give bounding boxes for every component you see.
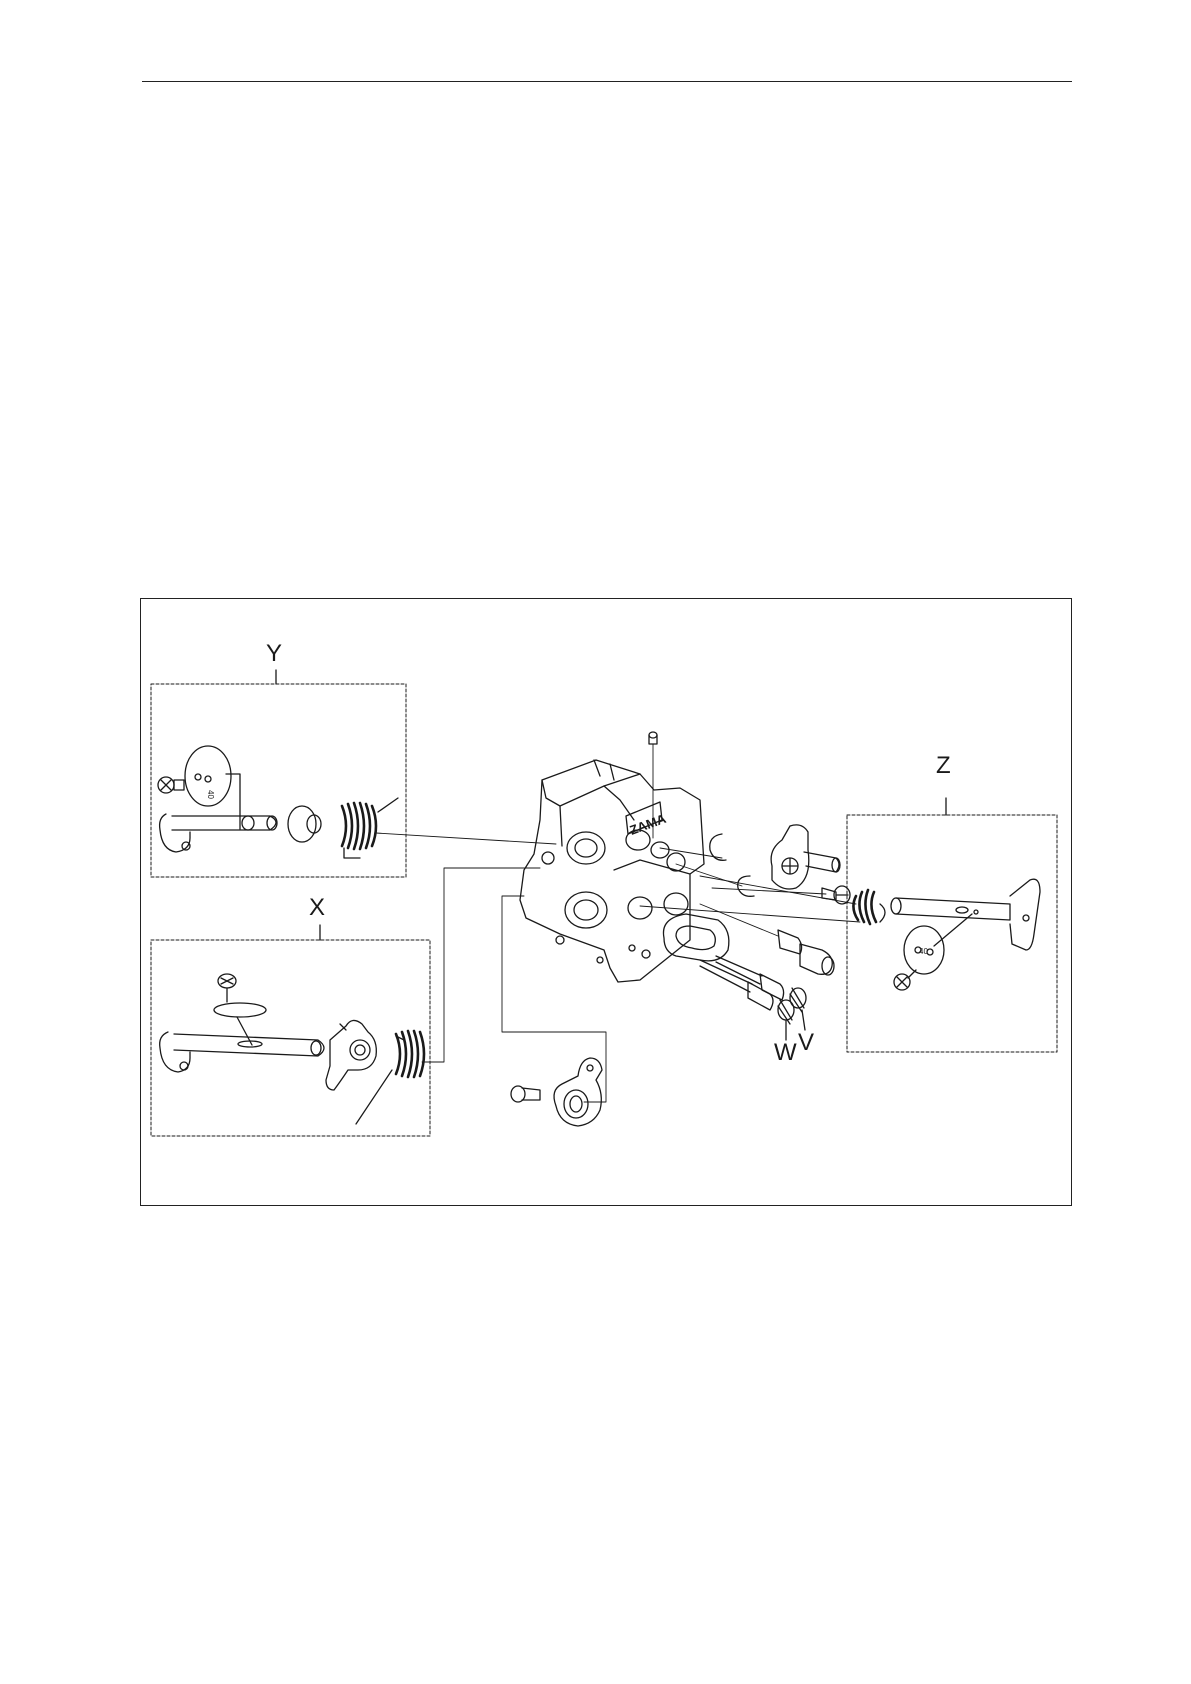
callout-v: V [798, 1029, 814, 1056]
spring-z [853, 890, 876, 924]
group-z-box [847, 815, 1057, 1052]
axis-line-y [376, 833, 556, 844]
callout-z: Z [936, 752, 951, 779]
axis-line-x [422, 868, 540, 1062]
mixture-screws [700, 956, 806, 1040]
group-x: X [151, 868, 540, 1136]
circlip-lower [738, 876, 754, 896]
group-y: Y 40 [151, 640, 556, 877]
circlip-axis-lower [676, 864, 742, 886]
axis-line-z [700, 876, 856, 904]
leader-v [802, 1010, 805, 1030]
callout-y: Y [266, 640, 282, 667]
screw-z [894, 970, 916, 990]
small-screw-right [712, 886, 850, 904]
throttle-disc-z: 40 [904, 914, 972, 974]
group-x-box [151, 940, 430, 1136]
throttle-disc-x [214, 1003, 266, 1017]
callout-x: X [309, 894, 325, 921]
throttle-shaft-y [160, 814, 277, 852]
spring-z-tail [880, 904, 885, 922]
throttle-shaft-z [891, 879, 1040, 950]
callout-w: W [774, 1039, 797, 1066]
spring-x-tail [356, 1036, 404, 1124]
group-z: Z 40 [700, 752, 1057, 1052]
screw-x [218, 974, 236, 1002]
disc-mark-z: 40 [919, 947, 928, 956]
throttle-shaft-x [160, 1032, 324, 1072]
screw-y [158, 777, 184, 793]
spring-y [342, 803, 376, 849]
lever-x [326, 1020, 376, 1090]
lower-lever-screw [511, 1086, 540, 1102]
fast-idle-lever [771, 825, 840, 889]
bushing-y [288, 806, 321, 842]
disc-mark-y: 40 [206, 790, 215, 799]
